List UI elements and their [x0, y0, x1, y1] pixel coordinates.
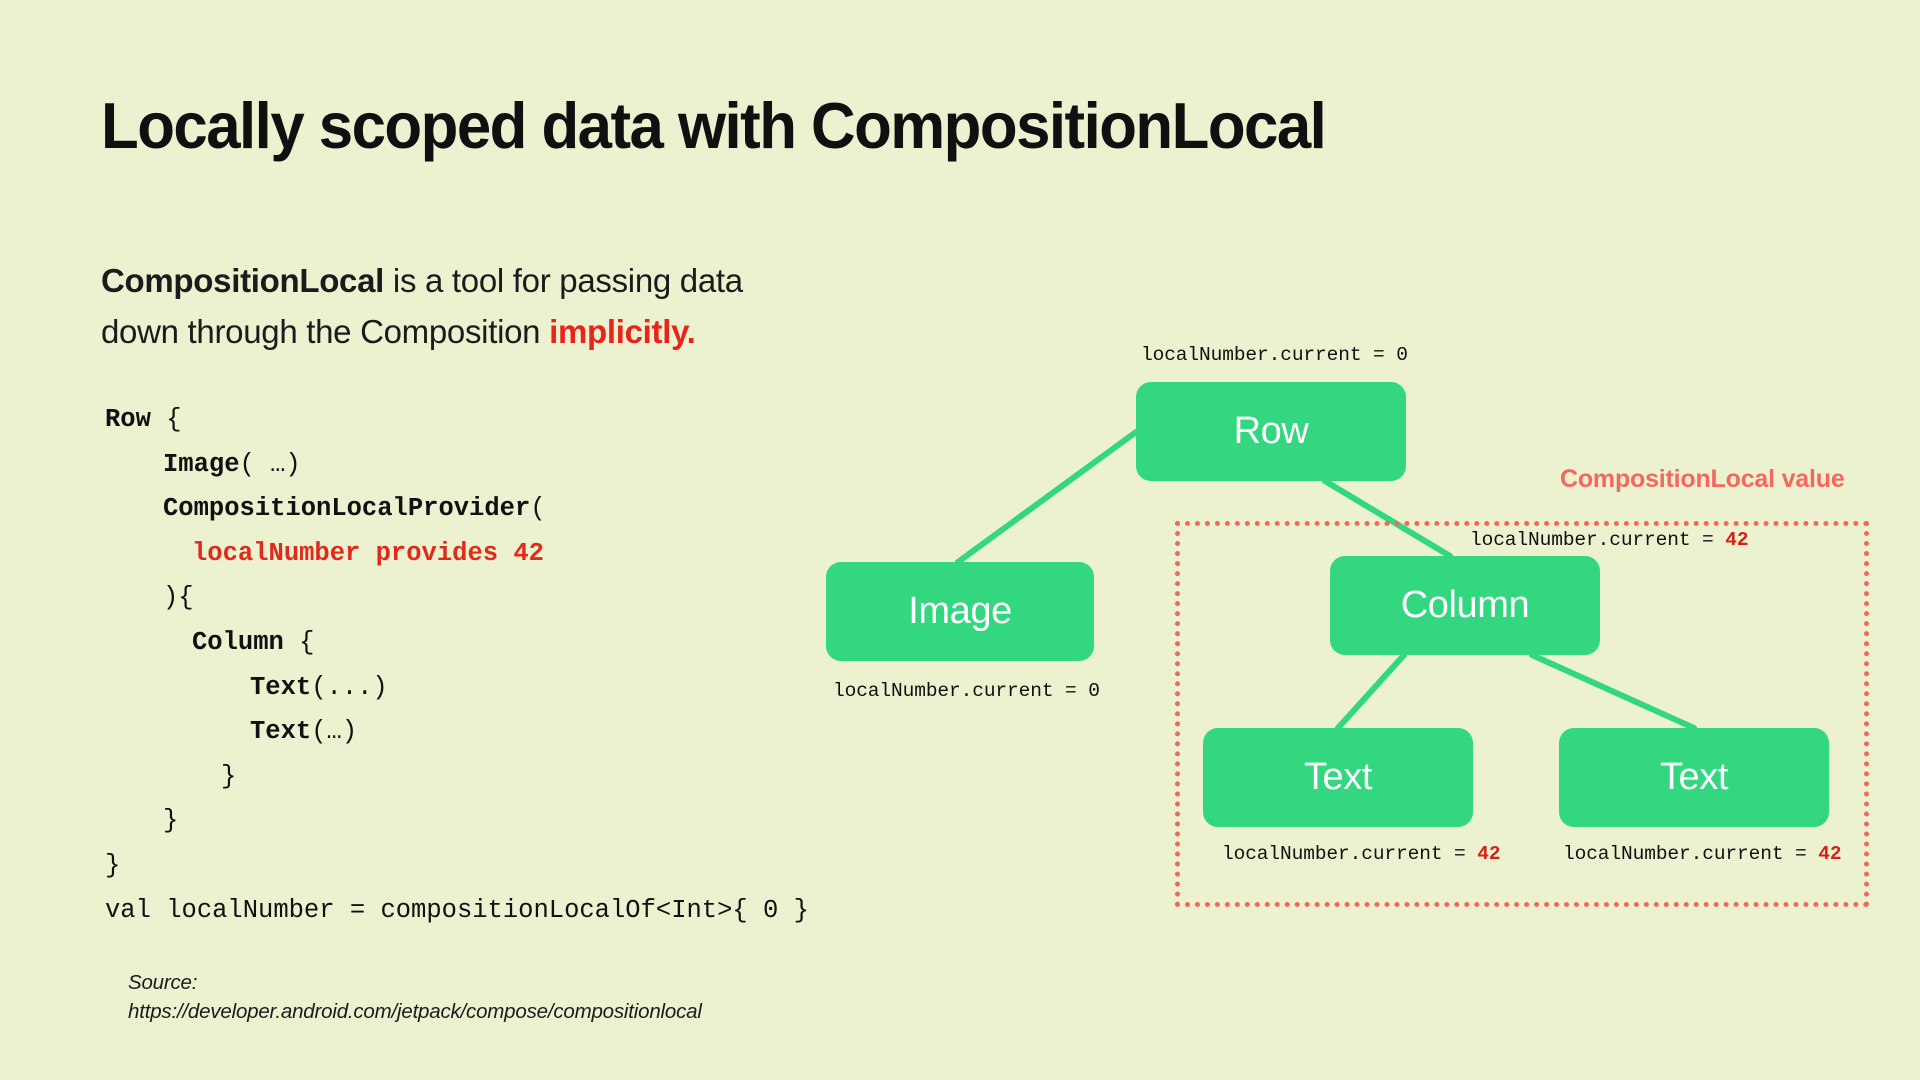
edge-row-image [955, 429, 1139, 565]
code-line: } [105, 755, 809, 800]
code-line: } [105, 799, 809, 844]
node-image: Image [826, 562, 1094, 661]
source-citation: Source: https://developer.android.com/jet… [128, 968, 702, 1026]
label-value: 42 [1725, 529, 1749, 551]
scope-caption: CompositionLocal value [1560, 465, 1845, 493]
node-label: Column [1400, 584, 1530, 626]
node-text1: Text [1203, 728, 1473, 827]
code-token: Image [163, 449, 240, 479]
row-label: localNumber.current = 0 [1141, 344, 1408, 366]
label-prefix: localNumber.current = [1470, 529, 1726, 551]
code-token: (…) [311, 717, 358, 747]
label-prefix: localNumber.current = [1563, 843, 1819, 865]
edge-row-column [1322, 478, 1453, 559]
code-token: ){ [163, 583, 194, 613]
subtitle-paragraph: CompositionLocal is a tool for passing d… [101, 255, 931, 357]
code-token: } [221, 761, 237, 791]
code-line: Text(...) [105, 666, 809, 711]
code-line: Column { [105, 621, 809, 666]
label-prefix: localNumber.current = [833, 680, 1089, 702]
text1-label: localNumber.current = 42 [1222, 843, 1501, 865]
code-line: Row { [105, 398, 809, 443]
code-token: Column [192, 627, 284, 657]
code-line: } [105, 844, 809, 889]
label-value: 42 [1477, 843, 1501, 865]
code-line: localNumber provides 42 [105, 532, 809, 577]
code-token: { [283, 627, 315, 657]
subtitle-line2-prefix: down through the Composition [101, 313, 550, 350]
code-token: { [150, 405, 182, 434]
code-token: localNumber provides 42 [192, 538, 544, 568]
code-token: ( [530, 494, 546, 524]
source-url: https://developer.android.com/jetpack/co… [128, 1000, 702, 1023]
page-title: Locally scoped data with CompositionLoca… [101, 89, 1327, 162]
code-token: Text [250, 717, 312, 747]
column-label: localNumber.current = 42 [1470, 529, 1749, 551]
node-label: Text [1659, 756, 1729, 798]
label-value: 0 [1088, 680, 1100, 702]
source-label: Source: [128, 971, 198, 994]
edge-column-text2 [1529, 652, 1697, 731]
node-text2: Text [1559, 728, 1829, 827]
subtitle-bold-lead: CompositionLocal [101, 262, 385, 299]
code-line: Text(…) [105, 710, 809, 755]
node-label: Text [1303, 756, 1373, 798]
node-label: Row [1233, 410, 1309, 452]
code-token: Text [250, 672, 312, 702]
label-value: 0 [1396, 344, 1408, 366]
label-value: 42 [1818, 843, 1842, 865]
code-snippet: Row {Image( …)CompositionLocalProvider(l… [105, 398, 809, 933]
code-token: (...) [311, 672, 388, 702]
label-prefix: localNumber.current = [1141, 344, 1397, 366]
subtitle-rest-line1: is a tool for passing data [384, 262, 743, 299]
text2-label: localNumber.current = 42 [1563, 843, 1842, 865]
code-line: val localNumber = compositionLocalOf<Int… [105, 889, 809, 934]
code-token: CompositionLocalProvider [163, 494, 531, 524]
image-label: localNumber.current = 0 [833, 680, 1100, 702]
code-token: ( …) [239, 449, 301, 479]
code-line: Image( …) [105, 443, 809, 488]
code-token: Row [105, 405, 151, 434]
node-row: Row [1136, 382, 1406, 481]
subtitle-accent-word: implicitly. [549, 313, 696, 350]
node-column: Column [1330, 556, 1600, 655]
code-token: } [105, 850, 121, 880]
compositionlocal-scope-box [1175, 521, 1869, 907]
code-line: ){ [105, 576, 809, 621]
edge-column-text1 [1335, 652, 1407, 731]
code-line: CompositionLocalProvider( [105, 487, 809, 532]
code-token: val localNumber = compositionLocalOf<Int… [105, 895, 809, 925]
label-prefix: localNumber.current = [1222, 843, 1478, 865]
node-label: Image [908, 590, 1012, 632]
code-token: } [163, 806, 179, 836]
